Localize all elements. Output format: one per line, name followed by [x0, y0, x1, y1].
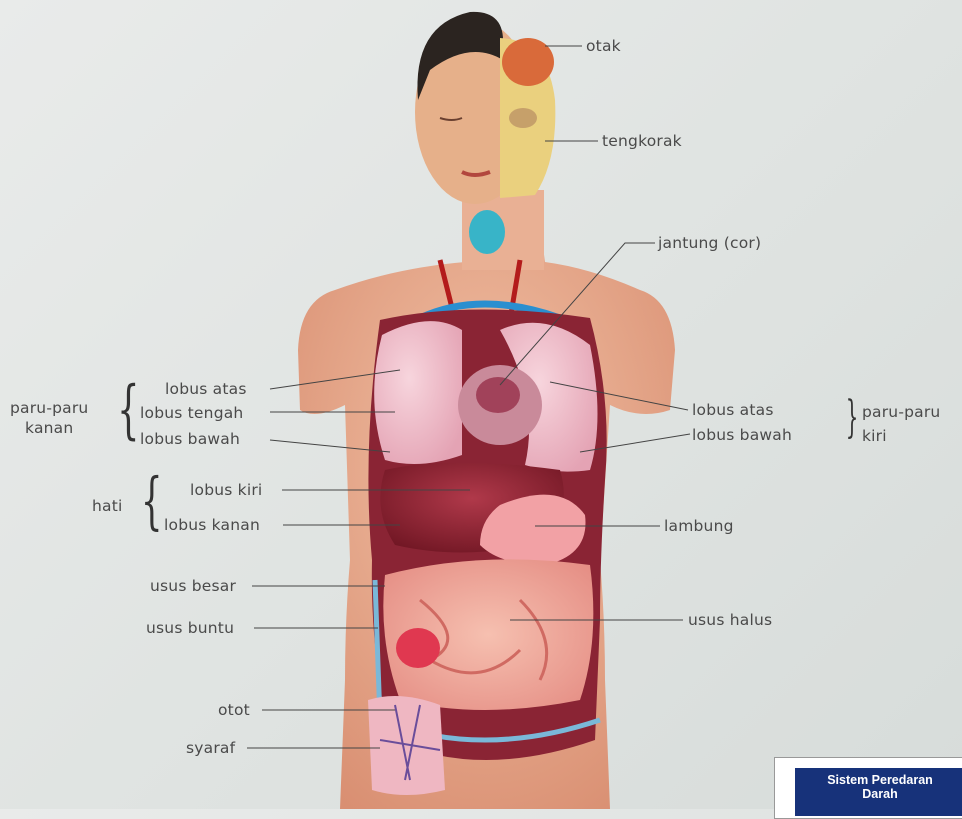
label-paru-paru-kanan: paru-paru kanan	[10, 398, 88, 438]
label-lobus-kiri-hati: lobus kiri	[190, 481, 262, 499]
trachea-shape	[469, 210, 505, 254]
appendix-shape	[396, 628, 440, 668]
label-usus-buntu: usus buntu	[146, 619, 234, 637]
label-otot: otot	[218, 701, 250, 719]
label-lobus-bawah-kanan: lobus bawah	[140, 430, 240, 448]
label-lobus-kanan-hati: lobus kanan	[164, 516, 260, 534]
thigh-muscle	[368, 696, 445, 795]
brain-shape	[502, 38, 554, 86]
label-syaraf: syaraf	[186, 739, 235, 757]
label-usus-halus: usus halus	[688, 611, 772, 629]
label-paru-paru-kiri: paru-paru kiri	[862, 400, 940, 448]
label-lambung: lambung	[664, 517, 734, 535]
badge-line-2: Darah	[795, 787, 962, 801]
label-lobus-bawah-kiri: lobus bawah	[692, 426, 792, 444]
badge-line-1: Sistem Peredaran	[795, 773, 962, 787]
label-usus-besar: usus besar	[150, 577, 236, 595]
brace-hati: {	[141, 470, 163, 532]
label-hati: hati	[92, 497, 123, 515]
label-tengkorak: tengkorak	[602, 132, 682, 150]
brace-paru-kiri: }	[846, 396, 859, 440]
topic-badge: Sistem Peredaran Darah	[774, 757, 962, 819]
eye-socket	[509, 108, 537, 128]
label-lobus-atas-kiri: lobus atas	[692, 401, 774, 419]
label-jantung: jantung (cor)	[658, 234, 761, 252]
right-lung	[374, 321, 462, 464]
brace-paru-kanan: {	[117, 378, 139, 442]
label-lobus-atas-kanan: lobus atas	[165, 380, 247, 398]
label-lobus-tengah-kanan: lobus tengah	[140, 404, 243, 422]
label-otak: otak	[586, 37, 621, 55]
